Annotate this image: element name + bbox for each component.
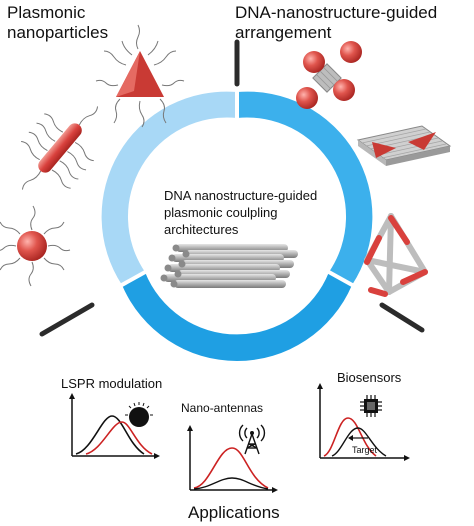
nanosphere-icon	[0, 205, 71, 287]
triangle-dimer-on-origami-icon	[356, 125, 452, 166]
center-line-1: DNA nanostructure-guided	[164, 188, 318, 203]
nanorod-icon	[21, 106, 99, 190]
lspr-plot	[69, 393, 160, 459]
antenna-tower-icon	[238, 424, 266, 455]
chip-icon	[360, 395, 382, 417]
title-dna-guided-arrangement: DNA-nanostructure-guided arrangement	[235, 3, 437, 43]
triangle-nanoparticle-icon	[95, 24, 185, 128]
ring	[101, 90, 373, 362]
label-line-2: nanoparticles	[7, 23, 109, 42]
ring-segment-arrangement	[237, 91, 373, 285]
center-line-3: architectures	[164, 222, 239, 237]
label-lspr-modulation: LSPR modulation	[61, 376, 163, 391]
nano-antennas-plot	[187, 425, 278, 493]
section-dividers	[39, 39, 425, 337]
label-biosensors: Biosensors	[337, 370, 402, 385]
tetrahedron-icon	[364, 213, 428, 297]
ring-segment-nanoparticles	[101, 91, 238, 285]
center-title: DNA nanostructure-guided plasmonic coulp…	[164, 187, 317, 238]
label-line-1: Plasmonic	[7, 3, 86, 22]
ring-segment-applications	[122, 272, 352, 362]
label-line-2: arrangement	[235, 23, 332, 42]
nanoparticle-icon	[125, 402, 153, 427]
label-nano-antennas: Nano-antennas	[181, 401, 264, 415]
biosensors-plot	[317, 383, 410, 461]
dna-origami-bundle-icon	[160, 244, 298, 288]
title-plasmonic-nanoparticles: Plasmonic nanoparticles	[7, 3, 108, 43]
center-line-2: plasmonic coulpling	[164, 205, 278, 220]
dimer-assembly-icon	[296, 41, 362, 109]
title-applications: Applications	[188, 503, 280, 522]
label-target: Target	[352, 445, 378, 455]
label-line-1: DNA-nanostructure-guided	[235, 3, 438, 22]
